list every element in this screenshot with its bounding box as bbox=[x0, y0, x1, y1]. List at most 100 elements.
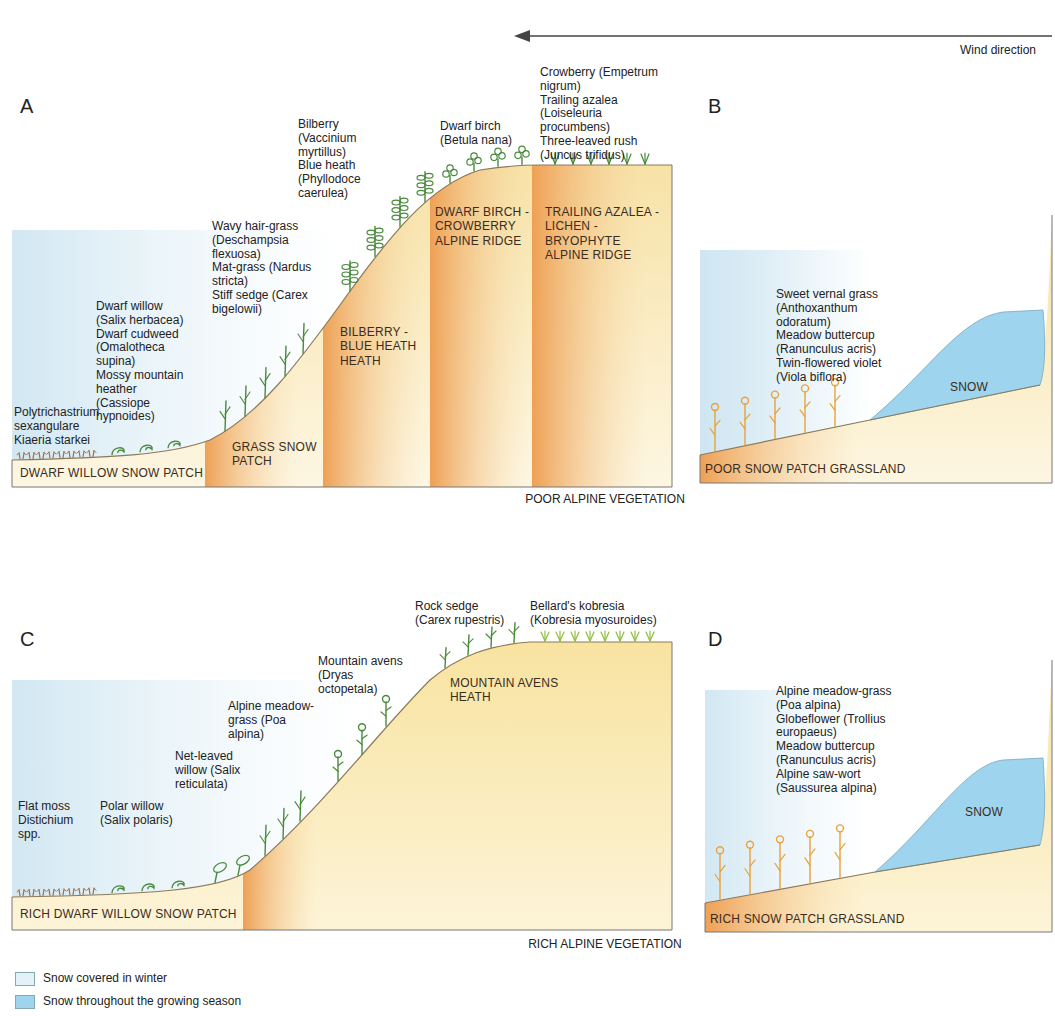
plant-icon bbox=[375, 236, 383, 241]
wind-arrow bbox=[528, 35, 1052, 37]
plant-icon bbox=[445, 648, 446, 668]
plant-icon bbox=[357, 740, 362, 744]
plant-icon bbox=[24, 453, 26, 455]
plant-icon bbox=[260, 836, 265, 844]
plant-icon bbox=[805, 402, 810, 408]
species-label: Kiaeria starkei bbox=[14, 434, 106, 448]
plant-icon bbox=[742, 397, 749, 404]
zone-name: DWARF BIRCH - CROWBERRY ALPINE RIDGE bbox=[435, 205, 530, 248]
plant-icon bbox=[400, 213, 408, 218]
plant-icon bbox=[283, 808, 284, 838]
plant-icon bbox=[392, 215, 400, 220]
plant-icon bbox=[37, 452, 39, 454]
plant-icon bbox=[545, 632, 549, 641]
plant-icon bbox=[43, 889, 44, 895]
plant-icon bbox=[245, 386, 246, 416]
plant-icon bbox=[265, 368, 266, 398]
plant-icon bbox=[225, 407, 230, 415]
plant-icon bbox=[83, 889, 84, 895]
plant-icon bbox=[74, 451, 76, 453]
plant-icon bbox=[367, 230, 375, 235]
zone-label-band: BILBERRY - BLUE HEATH HEATH bbox=[340, 325, 440, 368]
plant-icon bbox=[747, 841, 754, 848]
plant-icon bbox=[335, 751, 342, 758]
plant-icon bbox=[775, 408, 780, 414]
panel-letter: A bbox=[20, 95, 33, 118]
plant-icon bbox=[260, 378, 265, 386]
plant-icon bbox=[635, 632, 639, 641]
plant-icon bbox=[519, 146, 525, 152]
plant-icon bbox=[367, 238, 375, 243]
plant-icon bbox=[840, 843, 845, 850]
plant-icon bbox=[362, 735, 367, 739]
plant-icon bbox=[59, 452, 60, 458]
plant-icon bbox=[770, 416, 775, 423]
slope-surface bbox=[700, 420, 870, 455]
plant-icon bbox=[53, 452, 54, 458]
plant-icon bbox=[53, 889, 54, 895]
ground bbox=[700, 215, 1052, 483]
plant-icon bbox=[425, 188, 433, 193]
plant-icon bbox=[745, 414, 750, 420]
plant-icon bbox=[350, 277, 358, 282]
snow-patch bbox=[875, 758, 1045, 872]
plant-icon bbox=[809, 837, 810, 883]
plant-icon bbox=[23, 453, 24, 459]
plant-icon bbox=[240, 396, 245, 404]
plant-icon bbox=[350, 270, 358, 275]
plant-icon bbox=[486, 634, 491, 639]
plant-icon bbox=[94, 451, 96, 453]
panel-frame bbox=[12, 642, 672, 930]
species-label: Mat-grass (Nardus stricta) bbox=[212, 261, 312, 289]
zone-label-band: DWARF BIRCH - CROWBERRY ALPINE RIDGE bbox=[435, 205, 530, 248]
plant-icon bbox=[443, 171, 449, 177]
panel-letter: C bbox=[20, 628, 34, 651]
plant-icon bbox=[449, 176, 450, 184]
species-label: Polytrichastrium sexangulare bbox=[14, 406, 106, 434]
label-group: Wind direction bbox=[960, 44, 1052, 58]
plant-icon bbox=[93, 451, 94, 457]
plant-icon bbox=[715, 874, 720, 882]
plant-icon bbox=[645, 154, 649, 164]
plant-icon bbox=[27, 453, 29, 455]
plant-icon bbox=[473, 164, 474, 172]
zone-name: RICH DWARF WILLOW SNOW PATCH bbox=[20, 907, 320, 921]
plant-icon bbox=[112, 886, 124, 893]
plant-icon bbox=[73, 889, 74, 895]
panel-frame bbox=[12, 165, 672, 487]
plant-icon bbox=[212, 861, 228, 875]
plant-icon bbox=[400, 198, 408, 203]
plant-icon bbox=[74, 889, 76, 891]
plant-icon bbox=[43, 452, 44, 458]
plant-icon bbox=[717, 847, 724, 854]
plant-icon bbox=[560, 632, 564, 641]
label-group: POOR ALPINE VEGETATION bbox=[455, 493, 755, 507]
plant-icon bbox=[515, 152, 521, 158]
plant-icon bbox=[361, 730, 362, 754]
plant-icon bbox=[79, 451, 80, 457]
snow-patch bbox=[870, 310, 1045, 420]
plant-icon bbox=[220, 411, 225, 419]
species-label: Globeflower (Trollius europaeus) bbox=[776, 713, 906, 741]
plant-icon bbox=[333, 767, 338, 771]
plant-icon bbox=[425, 173, 433, 178]
plant-icon bbox=[375, 243, 383, 248]
plant-icon bbox=[33, 890, 34, 896]
plant-icon bbox=[64, 452, 66, 454]
plant-icon bbox=[67, 889, 69, 891]
plant-icon bbox=[39, 889, 40, 895]
species-label: Sweet vernal grass (Anthoxanthum odoratu… bbox=[776, 288, 901, 329]
plant-icon bbox=[57, 452, 59, 454]
plant-icon bbox=[779, 842, 780, 888]
plant-icon bbox=[605, 632, 609, 641]
plant-icon bbox=[67, 451, 69, 453]
plant-icon bbox=[94, 888, 96, 890]
plant-icon bbox=[601, 632, 605, 641]
plant-icon bbox=[140, 445, 152, 452]
plant-icon bbox=[29, 890, 30, 896]
zone-label-band: MOUNTAIN AVENS HEATH bbox=[450, 676, 560, 705]
plant-icon bbox=[586, 632, 590, 641]
plant-icon bbox=[77, 889, 79, 891]
plant-icon bbox=[375, 228, 383, 233]
